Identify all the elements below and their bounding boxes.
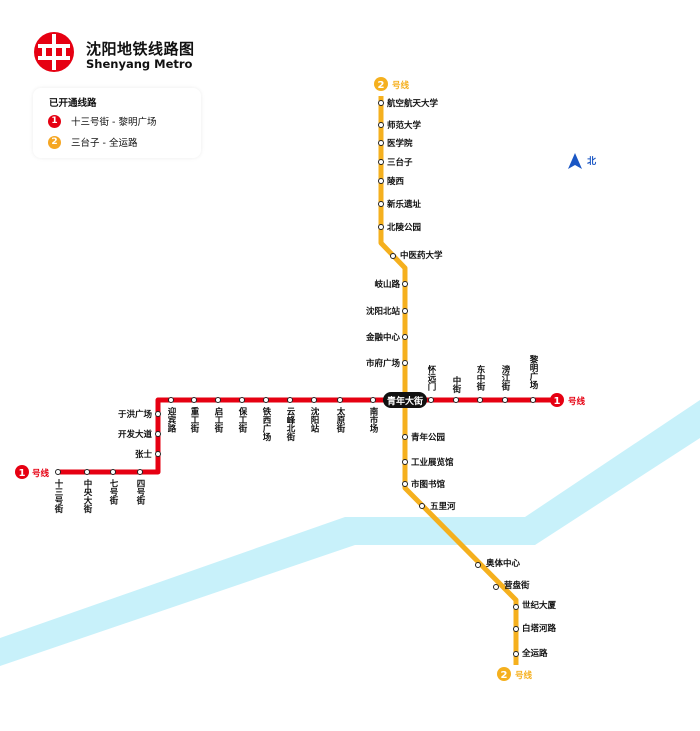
line1-badge-icon: 1 [48,114,61,128]
station-label[interactable]: 铁西广场 [261,406,271,442]
station-label[interactable]: 医学院 [387,138,413,149]
station-label[interactable]: 市府广场 [366,358,401,369]
map-subtitle: Shenyang Metro [86,57,193,71]
station-label[interactable]: 营盘街 [504,580,530,591]
line-number: 2 [378,80,385,91]
legend-item-line1[interactable]: 1 十三号街 - 黎明广场 [48,114,156,128]
station-label[interactable]: 中央大街 [82,478,93,514]
north-label: 北 [587,157,597,167]
north-arrow-icon [568,152,582,169]
station-label[interactable]: 保工街 [237,406,248,433]
station-label[interactable]: 岐山路 [374,279,400,290]
line1-stations [55,397,536,475]
station-label[interactable]: 开发大道 [118,429,153,440]
station-label[interactable]: 五里河 [430,501,456,512]
station-label[interactable]: 航空航天大学 [387,98,439,109]
legend-title: 已开通线路 [49,98,97,109]
station-label[interactable]: 启工街 [213,406,224,433]
station-label[interactable]: 北陵公园 [387,222,421,233]
line-suffix: 号线 [568,396,586,407]
station-label[interactable]: 金融中心 [365,332,401,343]
station-label[interactable]: 全运路 [521,648,548,659]
map-title: 沈阳地铁线路图 [86,40,195,58]
station-label[interactable]: 迎宾路 [166,406,176,433]
line1-vertical-labels: 十三号街 中央大街 七号街 四号街 迎宾路 重工街 启工街 保工街 铁西广场 云… [53,354,539,514]
station-label[interactable]: 师范大学 [387,120,422,131]
station-label[interactable]: 中街 [451,375,462,394]
station-label[interactable]: 白塔河路 [522,623,557,634]
line2-south-tag[interactable]: 2 号线 [497,667,533,681]
line-suffix: 号线 [32,468,50,479]
shenyang-metro-logo-icon [34,32,74,72]
line1-east-tag[interactable]: 1 号线 [550,393,586,407]
station-label[interactable]: 怀远门 [426,364,436,391]
station-label[interactable]: 于洪广场 [118,409,153,420]
transfer-station-marker[interactable] [383,392,427,408]
station-label[interactable]: 沈阳北站 [366,306,401,317]
station-label[interactable]: 南市场 [368,406,378,433]
station-label[interactable]: 黎明广场 [528,354,539,390]
station-label[interactable]: 四号街 [135,479,146,505]
station-label[interactable]: 云峰北街 [285,407,296,442]
station-label[interactable]: 陵西 [387,176,405,187]
station-label[interactable]: 张士 [135,449,153,460]
station-label[interactable]: 市图书馆 [411,479,446,490]
legend-item-label: 十三号街 - 黎明广场 [71,117,157,128]
line-suffix: 号线 [515,670,533,681]
line-number: 1 [554,396,561,407]
station-label[interactable]: 太原街 [335,406,346,433]
line2-north-tag[interactable]: 2 号线 [374,77,410,91]
line1-west-tag[interactable]: 1 号线 [15,465,50,479]
station-label[interactable]: 世纪大厦 [522,600,557,611]
station-label[interactable]: 新乐遗址 [387,199,422,210]
compass: 北 [568,150,596,169]
station-label[interactable]: 青年公园 [411,432,445,443]
line2-badge-icon: 2 [48,135,61,149]
station-label[interactable]: 东中街 [475,364,486,391]
station-label[interactable]: 七号街 [108,478,119,505]
station-label[interactable]: 十三号街 [53,478,64,514]
legend-item-line2[interactable]: 2 三台子 - 全运路 [48,135,137,149]
line2-stations [378,100,519,657]
station-label[interactable]: 滂江街 [500,364,511,391]
legend-item-label: 三台子 - 全运路 [71,138,138,149]
transfer-station-label: 青年大街 [387,395,423,407]
station-label[interactable]: 奥体中心 [485,558,521,569]
station-label[interactable]: 重工街 [189,406,200,433]
river [0,400,700,666]
station-label[interactable]: 工业展览馆 [411,457,454,468]
station-label[interactable]: 中医药大学 [400,250,443,261]
legend-panel: 已开通线路 1 十三号街 - 黎明广场 2 三台子 - 全运路 [33,88,201,158]
line-number: 1 [19,468,26,479]
line2-track [378,96,519,665]
station-label[interactable]: 沈阳站 [309,406,319,433]
station-label[interactable]: 三台子 [387,157,413,168]
line-number: 2 [501,670,508,681]
line-suffix: 号线 [392,80,410,91]
